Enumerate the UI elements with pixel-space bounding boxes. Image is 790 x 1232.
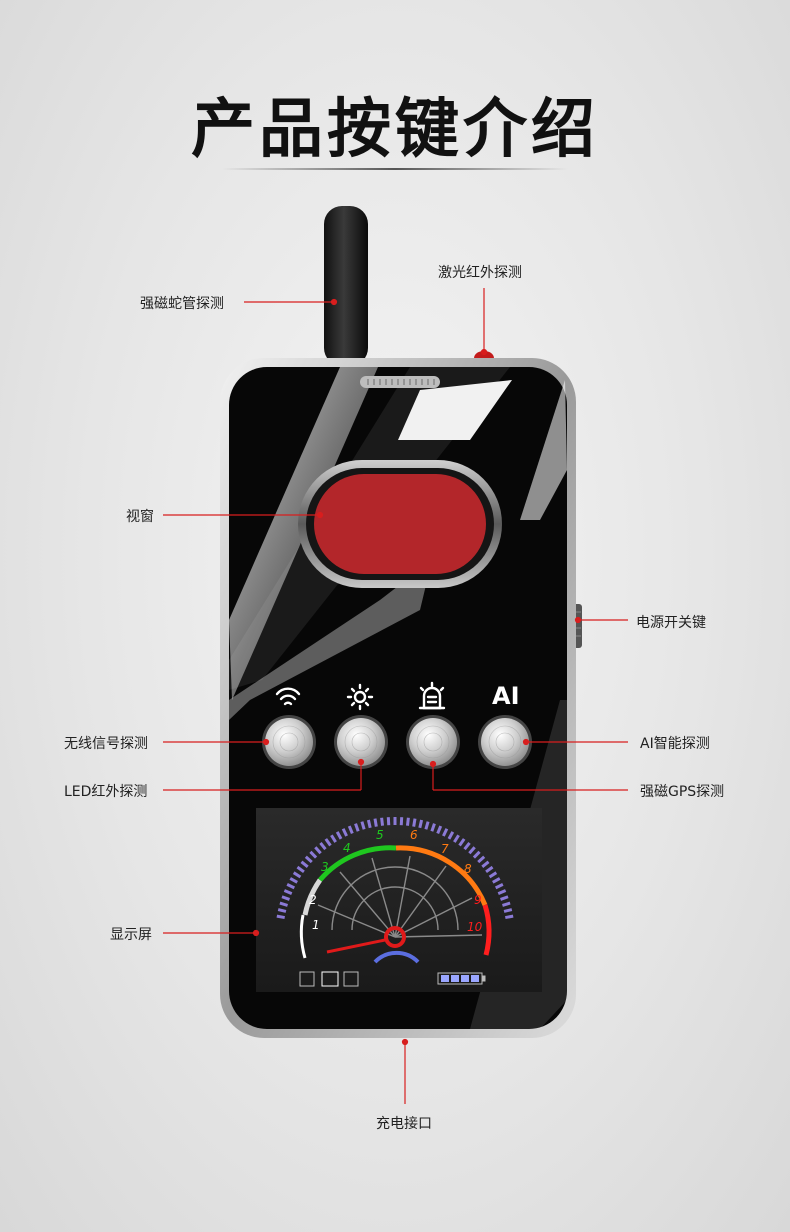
viewing-window xyxy=(314,474,486,574)
gauge-arc-segment xyxy=(330,834,337,843)
gauge-arc-segment xyxy=(283,889,293,895)
gauge-arc-segment xyxy=(447,831,455,840)
label-charge: 充电接口 xyxy=(376,1116,432,1132)
gauge-arc-segment xyxy=(497,889,507,895)
gauge-arc-segment xyxy=(477,855,486,864)
gauge-arc-segment xyxy=(502,901,511,907)
gauge-arc-segment xyxy=(492,877,501,884)
gauge-arc-segment xyxy=(453,834,460,843)
gauge-arc-segment xyxy=(360,821,366,830)
gauge-arc-segment xyxy=(277,908,287,913)
title-divider xyxy=(222,168,568,170)
page-title: 产品按键介绍 xyxy=(191,93,599,167)
gauge-arc-segment xyxy=(276,914,285,920)
gauge-arc-segment xyxy=(405,817,410,826)
gauge-tick-5: 5 xyxy=(376,828,384,842)
gauge-arc-segment xyxy=(373,818,378,827)
gauge-arc-segment xyxy=(495,883,504,890)
gauge-arc-segment xyxy=(286,883,295,890)
gauge-tick-6: 6 xyxy=(410,828,418,842)
label-window: 视窗 xyxy=(126,509,154,525)
gauge-arc-segment xyxy=(366,819,372,829)
antenna xyxy=(324,206,368,366)
gauge-tick-1: 1 xyxy=(312,918,320,932)
gauge-tick-4: 4 xyxy=(343,841,351,855)
label-antenna: 强磁蛇管探测 xyxy=(140,296,224,312)
gauge-arc-segment xyxy=(430,823,436,832)
gauge-arc-segment xyxy=(354,823,360,832)
gauge-arc-segment xyxy=(503,908,513,913)
gauge-tick-3: 3 xyxy=(321,860,329,874)
control-knobs xyxy=(262,715,532,769)
gauge-arc-segment xyxy=(314,846,322,855)
gauge-arc-segment xyxy=(505,914,514,920)
gauge-tick-9: 9 xyxy=(474,893,482,907)
gauge-arc-segment xyxy=(500,895,509,901)
gauge-arc-segment xyxy=(463,842,471,851)
label-ai: AI智能探测 xyxy=(640,736,710,752)
gauge-arc-segment xyxy=(335,831,343,840)
display-screen xyxy=(256,808,542,992)
gauge-arc-segment xyxy=(347,825,354,835)
gauge-arc-segment xyxy=(279,901,288,907)
gauge-arc-segment xyxy=(472,850,481,859)
gauge-arc-segment xyxy=(468,846,476,855)
gauge-tick-7: 7 xyxy=(441,842,449,856)
gauge-arc-segment xyxy=(458,838,466,847)
gauge-arc-segment xyxy=(380,817,385,826)
gauge-arc-segment xyxy=(485,865,494,874)
gauge-arc-segment xyxy=(442,828,449,837)
gauge-arc-segment xyxy=(304,855,313,864)
gauge-tick-10: 10 xyxy=(467,920,483,934)
gauge-arc-segment xyxy=(281,895,290,901)
gauge-arc-segment xyxy=(341,828,348,837)
ai-icon: AI xyxy=(492,682,520,710)
gauge-arc-segment xyxy=(424,821,430,830)
gauge-tick-8: 8 xyxy=(464,862,472,876)
gauge-arc-segment xyxy=(418,819,424,829)
gauge-arc-segment xyxy=(481,860,490,868)
gauge-arc-segment xyxy=(324,838,332,847)
gauge-arc-segment xyxy=(412,818,417,827)
label-power: 电源开关键 xyxy=(636,615,706,631)
label-laser: 激光红外探测 xyxy=(438,265,522,281)
gauge-arc-segment xyxy=(319,842,327,851)
gauge-arc-segment xyxy=(296,865,305,874)
label-gps: 强磁GPS探测 xyxy=(640,784,725,800)
label-display: 显示屏 xyxy=(110,927,152,943)
gauge-arc-segment xyxy=(300,860,309,868)
gauge-arc-segment xyxy=(488,871,498,879)
gauge-arc-segment xyxy=(436,825,443,835)
gauge-arc-segment xyxy=(292,871,302,879)
label-wireless: 无线信号探测 xyxy=(64,736,148,752)
gauge-tick-2: 2 xyxy=(309,893,317,907)
gauge-arc-segment xyxy=(309,850,318,859)
label-led: LED红外探测 xyxy=(64,784,148,800)
gauge-arc-segment xyxy=(289,877,298,884)
